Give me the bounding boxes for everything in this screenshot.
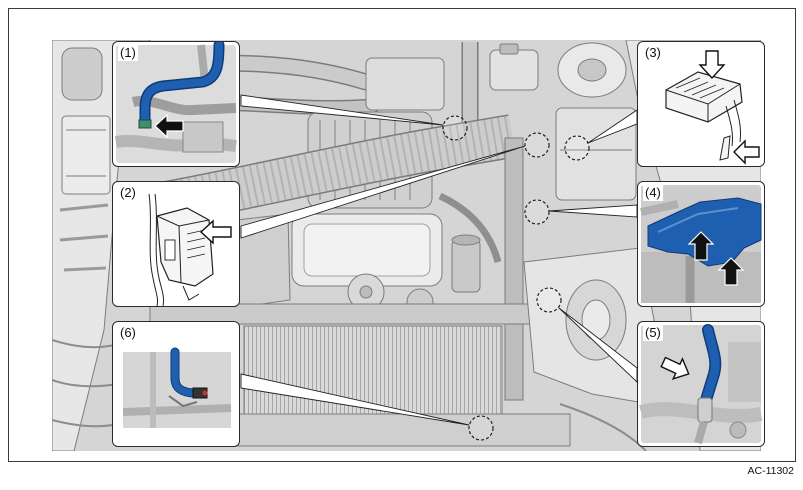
- harness-wire-1: [733, 99, 741, 143]
- wire-2: [154, 193, 164, 306]
- upper-member: [640, 200, 679, 216]
- location-marker-3: [564, 135, 590, 161]
- connector-clip: [182, 285, 200, 301]
- leader-line-2: [240, 145, 526, 239]
- fuse-box-lid-lines: [66, 129, 106, 177]
- callout-5-label: (5): [643, 325, 663, 341]
- connector-ribs: [186, 229, 206, 259]
- brake-fluid-reservoir: [489, 49, 539, 91]
- location-marker-4: [524, 199, 550, 225]
- solid-arrow-up-icon: [717, 257, 745, 286]
- hose-clamp: [138, 119, 152, 129]
- callout-3: (3): [637, 41, 765, 167]
- solid-arrow-up-icon: [687, 231, 715, 261]
- connector-corner-edge: [178, 225, 182, 283]
- blue-hose: [701, 325, 720, 405]
- oil-filler-cap: [451, 234, 481, 246]
- metal-pipe: [694, 420, 708, 445]
- callout-3-detail: [665, 50, 760, 165]
- radiator-side-post: [504, 137, 524, 401]
- housing-ribs: [675, 77, 725, 99]
- center-hose: [438, 192, 502, 263]
- location-marker-6: [468, 415, 494, 441]
- figure-code: AC-11302: [747, 465, 794, 477]
- strut-tower-center: [577, 58, 607, 82]
- air-intake-duct-ribs: [146, 115, 516, 227]
- engine-cover-panel: [303, 223, 431, 277]
- outline-arrow-right-icon: [660, 356, 690, 380]
- callout-1-label: (1): [118, 45, 138, 61]
- callout-5-detail: [639, 324, 763, 445]
- gray-hose: [131, 96, 237, 116]
- bracket-block: [182, 121, 224, 153]
- solid-arrow-left-icon: [154, 113, 184, 139]
- left-side-members: [59, 203, 109, 272]
- bracket-highlight: [657, 207, 739, 233]
- callout-6-detail: [122, 347, 232, 428]
- fuse-box: [61, 115, 111, 195]
- hose-bracket: [168, 395, 198, 408]
- outline-arrow-left-icon: [199, 219, 232, 245]
- callout-1-detail: [114, 42, 237, 163]
- blue-hose: [171, 348, 197, 397]
- callout-6: (6): [112, 321, 240, 447]
- radiator: [243, 325, 503, 415]
- connector-body: [156, 207, 214, 287]
- bolt-head: [729, 421, 747, 439]
- reservoir-cap: [499, 43, 519, 55]
- leader-lines: [240, 94, 638, 426]
- harness-clip: [719, 135, 731, 161]
- oil-filler: [451, 239, 481, 293]
- location-marker-5: [536, 287, 562, 313]
- connector-housing: [665, 71, 743, 123]
- connector-latch: [164, 239, 176, 261]
- callout-2-label: (2): [118, 185, 138, 201]
- callout-2: (2): [112, 181, 240, 307]
- callout-2-detail: [148, 193, 232, 306]
- location-marker-2: [524, 132, 550, 158]
- lower-member: [122, 404, 232, 416]
- location-markers: [442, 115, 590, 441]
- blue-bracket: [647, 197, 762, 267]
- callout-4-detail: [640, 185, 762, 303]
- leader-line-1: [240, 94, 444, 126]
- callout-4-label: (4): [643, 185, 663, 201]
- outline-arrow-down-icon: [698, 50, 726, 80]
- callout-1: (1): [112, 41, 240, 167]
- leader-line-6: [240, 373, 470, 426]
- callout-6-label: (6): [118, 325, 138, 341]
- resonator-box: [365, 57, 445, 111]
- callout-4: (4): [637, 181, 765, 307]
- outline-arrow-left-icon: [733, 139, 760, 165]
- location-marker-1: [442, 115, 468, 141]
- side-panel: [728, 342, 761, 402]
- crank-pulley-hub: [359, 285, 373, 299]
- blue-hose: [141, 42, 223, 126]
- harness-wire-2: [725, 105, 733, 147]
- connector-lock: [202, 390, 208, 396]
- callout-5: (5): [637, 321, 765, 447]
- callout-3-label: (3): [643, 45, 663, 61]
- left-strut-mount: [61, 47, 103, 101]
- hose-fitting: [697, 397, 713, 423]
- wire-1: [148, 193, 158, 306]
- figure-frame: [8, 8, 796, 462]
